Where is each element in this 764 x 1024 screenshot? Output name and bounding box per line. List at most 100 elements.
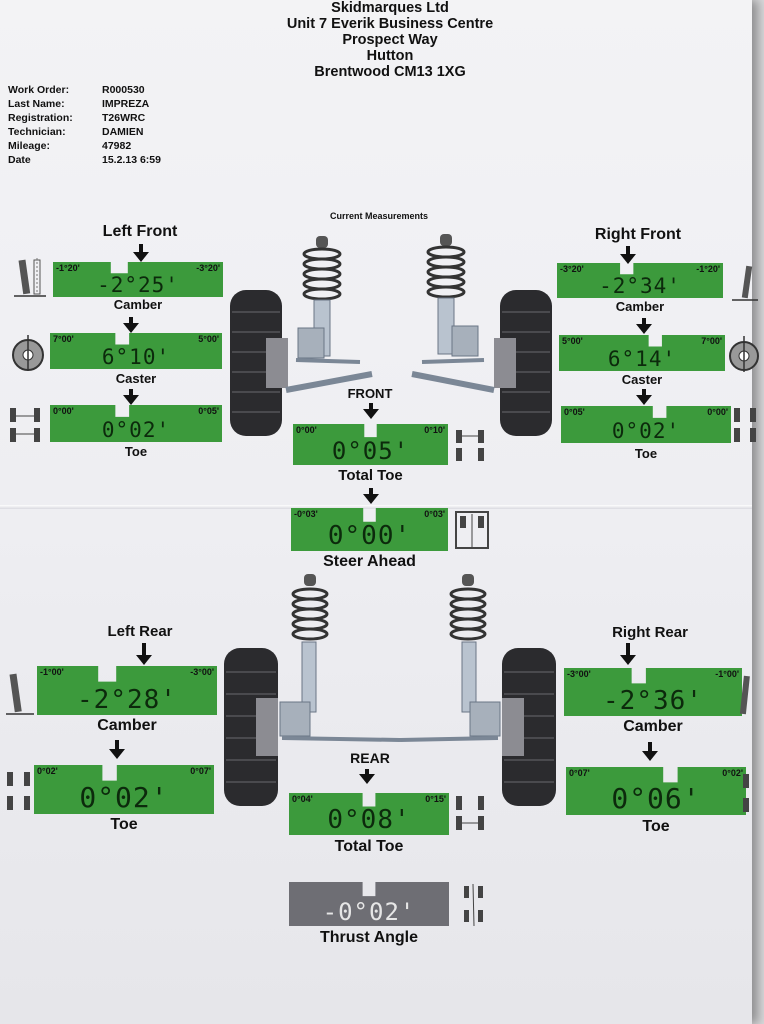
left-front-toe-gauge: 0°00' 0°05' 0°02' — [50, 405, 222, 442]
left-front-camber-gauge: -1°20' -3°20' -2°25' — [53, 262, 223, 297]
gauge-min: 7°00' — [53, 334, 74, 344]
registration-value: T26WRC — [102, 112, 146, 124]
gauge-min: 0°07' — [569, 768, 590, 778]
gauge-min: -1°20' — [56, 263, 80, 273]
right-front-toe-gauge: 0°05' 0°00' 0°02' — [561, 406, 731, 443]
front-right-spring — [426, 245, 466, 299]
rear-right-hub — [502, 698, 524, 756]
thrust-angle-icon — [464, 883, 483, 927]
gauge-max: 0°10' — [424, 425, 445, 435]
rear-right-knuckle — [469, 701, 501, 737]
gauge-max: -3°00' — [190, 667, 214, 677]
steer-ahead-label: Steer Ahead — [323, 553, 416, 570]
gauge-value: -0°02' — [322, 898, 416, 926]
rear-camber-icon — [6, 673, 34, 715]
front-right-top-mount — [440, 234, 452, 246]
right-rear-camber-icon — [740, 675, 750, 715]
front-suspension-diagram — [230, 234, 552, 436]
left-front-camber-label: Camber — [113, 297, 163, 312]
left-rear-title: Left Rear — [107, 623, 173, 640]
front-right-hub — [494, 338, 516, 388]
address-line-3: Hutton — [366, 48, 414, 64]
front-left-hub — [266, 338, 288, 388]
gauge-max: 5°00' — [198, 334, 219, 344]
left-front-caster-gauge: 7°00' 5°00' 6°10' — [50, 333, 222, 369]
total-toe-icon — [456, 430, 484, 461]
right-rear-toe-gauge: 0°07' 0°02' 0°06' — [566, 767, 746, 815]
gauge-value: -2°25' — [97, 273, 179, 297]
gauge-min: 0°02' — [37, 766, 58, 776]
left-front-title: Left Front — [102, 223, 178, 240]
caster-icon — [12, 335, 44, 371]
gauge-min: -0°03' — [294, 509, 318, 519]
company-header: Skidmarques Ltd Unit 7 Everik Business C… — [0, 0, 764, 80]
gauge-max: -1°20' — [696, 264, 720, 274]
gauge-value: 6°10' — [101, 345, 171, 369]
technician-value: DAMIEN — [102, 126, 144, 138]
left-front-toe-label: Toe — [124, 444, 148, 459]
rear-right-tire — [502, 648, 556, 806]
date-value: 15.2.13 6:59 — [102, 154, 161, 166]
front-left-top-mount — [316, 236, 328, 248]
right-front-toe-label: Toe — [634, 446, 658, 461]
gauge-min: 0°04' — [292, 794, 313, 804]
rear-suspension-diagram — [224, 574, 556, 806]
right-toe-icon — [734, 408, 756, 442]
rear-right-top-mount — [462, 574, 474, 586]
front-total-toe-label: Total Toe — [338, 467, 403, 484]
gauge-value: -2°36' — [603, 686, 703, 716]
right-rear-title: Right Rear — [612, 624, 688, 641]
technician-label: Technician: — [8, 126, 66, 138]
front-right-knuckle — [451, 325, 479, 357]
right-rear-toe-icon — [743, 774, 749, 812]
left-front-caster-label: Caster — [115, 371, 157, 386]
gauge-value: -2°34' — [599, 274, 681, 298]
right-front-title: Right Front — [594, 226, 682, 243]
gauge-min: 0°00' — [296, 425, 317, 435]
front-right-tie-rod — [421, 358, 485, 364]
last-name-value: IMPREZA — [102, 98, 150, 110]
rear-right-damper — [461, 641, 477, 713]
gauge-value: 0°02' — [611, 419, 681, 443]
rear-left-link — [281, 736, 401, 742]
rear-total-toe-label: Total Toe — [334, 838, 404, 855]
gauge-max: 0°05' — [198, 406, 219, 416]
gauge-value: 0°00' — [327, 521, 412, 551]
address-line-1: Unit 7 Everik Business Centre — [286, 16, 494, 32]
rear-left-tire — [224, 648, 278, 806]
gauge-min: -3°00' — [567, 669, 591, 679]
rear-left-knuckle — [279, 701, 311, 737]
rear-right-spring — [449, 587, 487, 641]
left-rear-toe-gauge: 0°02' 0°07' 0°02' — [34, 765, 214, 814]
date-label: Date — [8, 154, 31, 166]
gauge-value: 0°05' — [331, 437, 410, 465]
gauge-max: -3°20' — [196, 263, 220, 273]
front-left-tie-rod — [295, 358, 361, 364]
job-info: Work Order:R000530 Last Name:IMPREZA Reg… — [8, 83, 161, 167]
steer-ahead-gauge: -0°03' 0°03' 0°00' — [291, 508, 448, 551]
front-label: FRONT — [347, 386, 393, 401]
front-left-control-arm — [285, 371, 373, 393]
rear-total-toe-icon — [456, 796, 484, 830]
gauge-value: 0°02' — [79, 781, 169, 814]
toe-icon — [10, 408, 40, 442]
paper-fold — [0, 505, 752, 509]
gauge-value: -2°28' — [77, 685, 177, 715]
right-rear-camber-label: Camber — [623, 718, 683, 735]
gauge-value: 0°06' — [611, 782, 701, 815]
left-rear-camber-gauge: -1°00' -3°00' -2°28' — [37, 666, 217, 715]
front-left-knuckle — [297, 327, 325, 359]
right-caster-icon — [729, 336, 759, 372]
right-rear-toe-label: Toe — [642, 818, 670, 835]
rear-left-top-mount — [304, 574, 316, 586]
mileage-label: Mileage: — [8, 140, 51, 152]
rear-left-spring — [291, 587, 329, 641]
gauge-value: 0°08' — [327, 805, 411, 835]
mileage-value: 47982 — [102, 140, 132, 152]
gauge-max: 0°03' — [424, 509, 445, 519]
gauge-max: 0°00' — [707, 407, 728, 417]
right-front-camber-label: Camber — [615, 299, 665, 314]
gauge-max: 0°02' — [722, 768, 743, 778]
gauge-max: -1°00' — [715, 669, 739, 679]
